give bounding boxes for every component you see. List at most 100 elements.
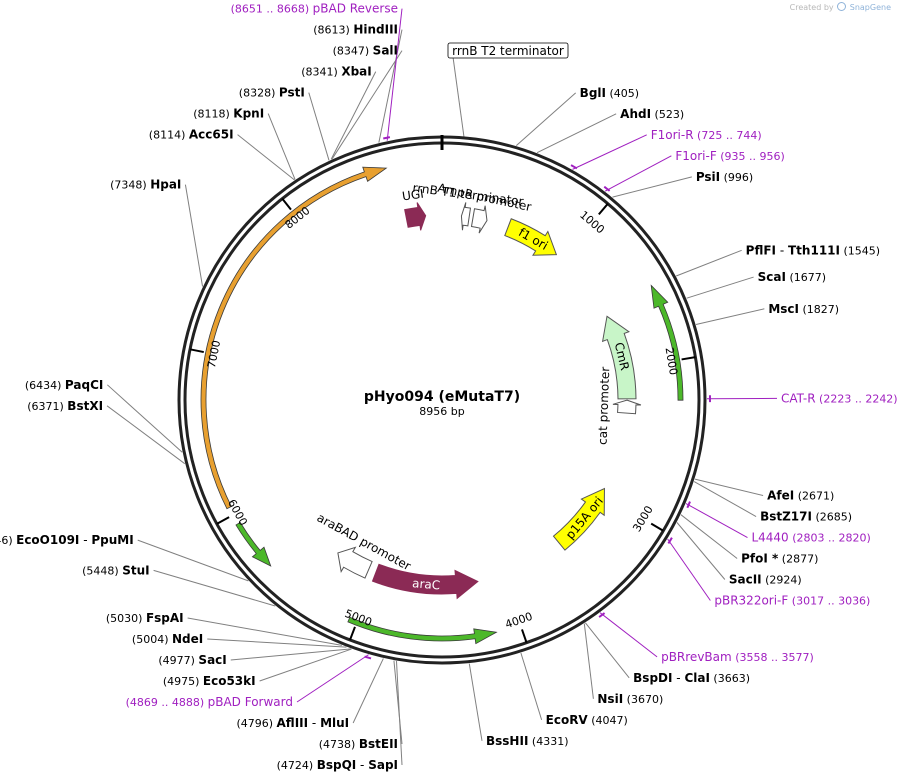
label-part: EcoO109I (16, 533, 79, 547)
site-label-saci[interactable]: (4977) SacI (158, 653, 226, 667)
primer-label-f1ori-f[interactable]: F1ori-F (935 .. 956) (675, 149, 784, 163)
label-part: (4869 .. 4888) (126, 696, 208, 709)
feature-arrow-f1-ori[interactable] (504, 218, 558, 256)
label-part: ScaI (758, 270, 786, 284)
site-label-pflfi[interactable]: PflFI - Tth111I (1545) (746, 243, 880, 257)
site-label-xbai[interactable]: (8341) XbaI (301, 65, 371, 79)
site-label-sacii[interactable]: SacII (2924) (729, 573, 802, 587)
label-part: F1ori-R (651, 128, 694, 142)
site-label-pfoi[interactable]: PfoI * (2877) (741, 552, 818, 566)
primer-label-pbrrevbam[interactable]: pBRrevBam (3558 .. 3577) (661, 650, 814, 664)
site-label-eco53ki[interactable]: (4975) Eco53kI (163, 674, 256, 688)
site-label-acc65i[interactable]: (8114) Acc65I (149, 128, 234, 142)
site-label-psti[interactable]: (8328) PstI (239, 86, 305, 100)
credit-text: Created by (789, 3, 834, 12)
primer-label-pbad-reverse[interactable]: (8651 .. 8668) pBAD Reverse (231, 2, 398, 16)
site-label-ecorv[interactable]: EcoRV (4047) (546, 713, 628, 727)
primer-label-pbad-forward[interactable]: (4869 .. 4888) pBAD Forward (126, 695, 293, 709)
site-leader-kpni (267, 113, 296, 180)
label-part: PflFI (746, 243, 776, 257)
feature-arrow-cmr[interactable] (601, 315, 637, 400)
site-label-bsteii[interactable]: (4738) BstEII (319, 737, 398, 751)
site-label-scai[interactable]: ScaI (1677) (758, 270, 826, 284)
site-label-paqci[interactable]: (6434) PaqCI (25, 378, 104, 392)
site-label-hindiii[interactable]: (8613) HindIII (313, 23, 398, 37)
site-label-msci[interactable]: MscI (1827) (768, 302, 839, 316)
site-label-bspdi[interactable]: BspDI - ClaI (3663) (633, 671, 750, 685)
feature-arrow-arac[interactable] (371, 563, 479, 600)
label-part: (2671) (794, 490, 834, 503)
site-label-fspai[interactable]: (5030) FspAI (106, 611, 184, 625)
label-separator: - (79, 533, 91, 547)
site-label-bstxi[interactable]: (6371) BstXI (27, 399, 103, 413)
label-part: (3670) (623, 693, 663, 706)
site-label-ecoo109i[interactable]: (5646) EcoO109I - PpuMI (0, 533, 134, 547)
label-part: MluI (320, 716, 349, 730)
site-leader-pfoi (680, 514, 738, 559)
site-leader-hindiii (378, 29, 403, 143)
site-label-nsii[interactable]: NsiI (3670) (597, 692, 663, 706)
site-label-kpni[interactable]: (8118) KpnI (193, 107, 264, 121)
primer-label-f1ori-r[interactable]: F1ori-R (725 .. 744) (651, 128, 762, 142)
snapgene-logo-icon (837, 2, 847, 11)
feature-arrow-ampr-promoter[interactable] (470, 205, 488, 234)
label-part: AflIII (277, 716, 309, 730)
feature-arrow-ugi[interactable] (404, 202, 427, 231)
feature-arrow-p15a-ori[interactable] (552, 487, 605, 551)
feature-arrow-cat-promoter[interactable] (612, 399, 642, 415)
site-leader-hpai (184, 184, 204, 287)
label-part: (4331) (528, 735, 568, 748)
label-part: (8613) (313, 24, 353, 37)
label-part: BssHII (486, 734, 528, 748)
label-part: (5448) (82, 564, 122, 577)
label-part: (5030) (106, 612, 146, 625)
label-part: (2924) (762, 574, 802, 587)
label-part: (3017 .. 3036) (788, 595, 870, 608)
label-part: pBAD Reverse (313, 2, 398, 16)
site-label-ahdi[interactable]: AhdI (523) (620, 107, 684, 121)
label-part: BstXI (67, 399, 103, 413)
site-label-stui[interactable]: (5448) StuI (82, 563, 149, 577)
label-separator: - (776, 243, 788, 257)
terminator-box[interactable] (447, 42, 569, 59)
label-part: pBRrevBam (661, 650, 732, 664)
primer-label-cat-r[interactable]: CAT-R (2223 .. 2242) (781, 391, 897, 405)
orf-arrows-layer (200, 166, 684, 645)
site-label-bgli[interactable]: BglI (405) (580, 86, 639, 100)
site-label-bspqi[interactable]: (4724) BspQI - SapI (277, 758, 398, 772)
site-label-ndei[interactable]: (5004) NdeI (132, 632, 203, 646)
primer-label-l4440[interactable]: L4440 (2803 .. 2820) (751, 531, 870, 545)
site-leader-bstz17i (693, 481, 757, 517)
label-part: BstZ17I (760, 510, 812, 524)
plasmid-center-label: pHyo094 (eMutaT7) 8956 bp (364, 389, 520, 418)
label-part: SalI (373, 44, 398, 58)
site-leader-afliii (352, 658, 384, 724)
site-leader-saci (230, 648, 352, 661)
tick-label-3000: 3000 (630, 503, 655, 534)
label-part: (1677) (786, 271, 826, 284)
primer-labels-layer: F1ori-R (725 .. 744) F1ori-F (935 .. 956)… (126, 2, 897, 709)
feature-arrow-rrnb-t1-terminator[interactable] (460, 202, 472, 231)
label-part: pBAD Forward (208, 695, 293, 709)
site-label-psii[interactable]: PsiI (996) (696, 170, 753, 184)
site-label-afei[interactable]: AfeI (2671) (767, 489, 834, 503)
label-part: BspDI (633, 671, 672, 685)
site-leader-fspai (187, 617, 343, 646)
label-part: (2803 .. 2820) (789, 532, 871, 545)
primer-label-pbr322ori-f[interactable]: pBR322ori-F (3017 .. 3036) (714, 594, 870, 608)
label-part: NdeI (172, 632, 203, 646)
feature-label-cat-promoter: cat promoter (596, 366, 613, 445)
label-part: SacII (729, 573, 762, 587)
feature-arrow-arabad-promoter[interactable] (337, 546, 373, 579)
orf-arrow-2 (235, 521, 272, 567)
label-part: (4975) (163, 675, 203, 688)
site-label-hpai[interactable]: (7348) HpaI (110, 178, 181, 192)
primer-leader-pbad-reverse (386, 8, 403, 141)
site-label-sali[interactable]: (8347) SalI (333, 44, 398, 58)
credit-brand: SnapGene (849, 3, 891, 12)
label-part: HindIII (353, 23, 398, 37)
site-label-bstz17i[interactable]: BstZ17I (2685) (760, 510, 852, 524)
orf-arrow-3 (200, 166, 388, 510)
site-label-afliii[interactable]: (4796) AflIII - MluI (236, 716, 349, 730)
site-label-bsshii[interactable]: BssHII (4331) (486, 734, 568, 748)
